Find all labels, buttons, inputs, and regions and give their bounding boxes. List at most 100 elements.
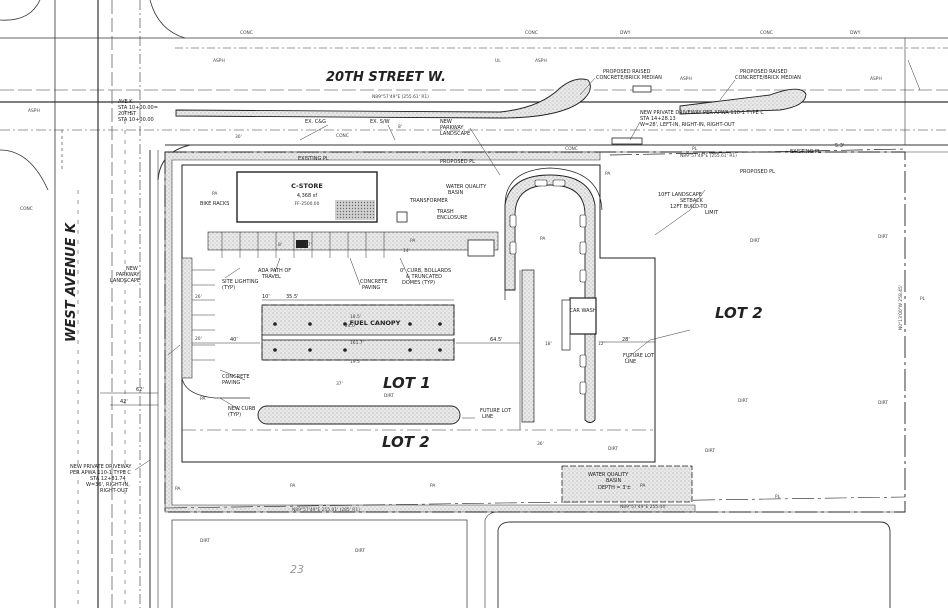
svg-text:LINE: LINE [625, 359, 636, 365]
svg-text:26': 26' [195, 294, 202, 300]
svg-text:PA: PA [175, 486, 180, 492]
svg-text:PA: PA [605, 171, 610, 177]
lot-1-label: LOT 1 [383, 374, 431, 392]
c-store-area: 4,368 sf [297, 193, 318, 199]
svg-text:30': 30' [235, 134, 242, 140]
svg-text:161.7': 161.7' [350, 340, 364, 346]
svg-text:UL: UL [495, 58, 501, 64]
dimension-lines [100, 299, 655, 406]
callout-curb-bollards: 0" CURB, BOLLARDS & TRUNCATED DOMES (TYP… [400, 268, 451, 286]
svg-text:PA: PA [540, 236, 545, 242]
svg-text:12FT BUILD-TO: 12FT BUILD-TO [670, 204, 707, 210]
svg-text:42': 42' [120, 399, 128, 405]
svg-text:ADA PATH OF: ADA PATH OF [258, 268, 291, 274]
svg-text:& TRUNCATED: & TRUNCATED [406, 274, 442, 280]
driveway-median-stub [632, 85, 652, 93]
svg-text:PROPOSED RAISED: PROPOSED RAISED [740, 69, 788, 75]
callout-bike-racks: BIKE RACKS [200, 201, 229, 207]
svg-text:35.5': 35.5' [286, 294, 299, 300]
svg-text:ASPH: ASPH [213, 58, 225, 64]
lot-2-label-south: LOT 2 [382, 433, 430, 451]
callout-proposed-pl-2: PROPOSED PL [440, 159, 475, 165]
svg-text:NEW CURB: NEW CURB [228, 406, 256, 412]
callout-proposed-pl: PROPOSED PL [740, 169, 775, 175]
callout-ada-path: ADA PATH OF TRAVEL [258, 268, 291, 280]
svg-text:PER APWA 110-1 TYPE C: PER APWA 110-1 TYPE C [70, 470, 131, 476]
svg-text:DWY: DWY [850, 30, 861, 36]
svg-text:PA: PA [410, 238, 415, 244]
car-wash-equipment [561, 299, 571, 351]
svg-text:CONCRETE: CONCRETE [360, 279, 388, 285]
svg-text:STA 10+00.00=: STA 10+00.00= [118, 105, 158, 111]
svg-text:STA 12+81.74: STA 12+81.74 [90, 476, 126, 482]
parking-stalls-west [192, 269, 215, 361]
svg-text:PA: PA [640, 483, 645, 489]
svg-text:14': 14' [403, 248, 410, 254]
svg-text:DIRT: DIRT [738, 398, 748, 404]
store-sidewalk [207, 231, 499, 251]
street-label-avenue-k: WEST AVENUE K [64, 222, 79, 342]
callout-water-quality-basin-top: WATER QUALITY BASIN [446, 184, 487, 196]
callout-site-lighting: SITE LIGHTING (TYP) [222, 279, 259, 291]
curb-sw-corner [181, 377, 250, 399]
svg-text:PL: PL [775, 494, 781, 500]
svg-text:CONC: CONC [565, 146, 578, 152]
svg-text:CONCRETE: CONCRETE [222, 374, 250, 380]
svg-text:PAVING: PAVING [362, 285, 380, 291]
south-pl [164, 496, 906, 509]
svg-text:ENCLOSURE: ENCLOSURE [437, 215, 467, 221]
svg-text:NEW PRIVATE DRIVEWAY PER APWA: NEW PRIVATE DRIVEWAY PER APWA 110-1 TYPE… [640, 110, 764, 116]
callout-ex-sw: EX. S/W [370, 119, 390, 125]
dimension-labels: 62' 42' 40' 64.5' 28' 10' 35.5' 5.3' 24.… [120, 124, 844, 447]
bearing-north-pl: N89°57'49"E (255.61' R1) [372, 94, 429, 100]
svg-text:(TYP): (TYP) [228, 412, 241, 418]
fuel-dispensers [273, 322, 442, 352]
svg-text:28': 28' [622, 337, 630, 343]
sidewalk-stall-marks [221, 232, 385, 258]
c-store-hatch [335, 200, 375, 220]
surface-labels: CONC CONC CONC DWY DWY ASPH ASPH UL ASPH… [20, 30, 926, 554]
callout-proposed-median-1: PROPOSED RAISED CONCRETE/BRICK MEDIAN [596, 69, 662, 81]
bearing-east-pl: N0°13'00"W 258.45' [898, 285, 904, 330]
svg-text:12': 12' [598, 341, 605, 347]
svg-text:8': 8' [398, 124, 402, 130]
callout-new-curb: NEW CURB (TYP) [228, 406, 256, 418]
svg-text:24.0': 24.0' [345, 323, 356, 329]
svg-text:DIRT: DIRT [355, 548, 365, 554]
callout-existing-pl-2: EXISTING PL [298, 156, 329, 162]
callout-future-lot-line-2: FUTURE LOT LINE [623, 353, 655, 365]
svg-text:20': 20' [195, 336, 202, 342]
bearing-ex-pl: N89°57'49"E (255.61' R1) [680, 153, 737, 159]
driveway-median-stub [611, 137, 643, 145]
callout-concrete-paving-2: CONCRETE PAVING [222, 374, 250, 386]
c-store-name: C-STORE [291, 182, 323, 190]
west-landscape-strip [181, 257, 193, 379]
svg-text:NEW: NEW [440, 119, 452, 125]
svg-text:SETBACK: SETBACK [680, 198, 704, 204]
svg-text:LANDSCAPE: LANDSCAPE [440, 131, 470, 137]
svg-text:DIRT: DIRT [200, 538, 210, 544]
parcel-number-23: 23 [290, 563, 304, 576]
svg-text:PA: PA [212, 191, 217, 197]
car-wash-label: CAR WASH [570, 308, 597, 314]
svg-text:BASIN: BASIN [606, 478, 621, 484]
svg-text:0" CURB, BOLLARDS: 0" CURB, BOLLARDS [400, 268, 451, 274]
svg-text:8': 8' [278, 242, 282, 248]
svg-text:W=28', LEFT-IN, RIGHT-IN, RIGH: W=28', LEFT-IN, RIGHT-IN, RIGHT-OUT [640, 122, 736, 128]
svg-text:LANDSCAPE: LANDSCAPE [110, 278, 140, 284]
proposed-median-east [679, 88, 807, 115]
svg-text:18': 18' [545, 341, 552, 347]
callout-new-driveway-north: NEW PRIVATE DRIVEWAY PER APWA 110-1 TYPE… [640, 110, 764, 128]
callout-proposed-median-2: PROPOSED RAISED CONCRETE/BRICK MEDIAN [735, 69, 801, 81]
svg-text:CONC: CONC [20, 206, 33, 212]
queued-cars [509, 179, 587, 395]
svg-text:CONC: CONC [336, 133, 349, 139]
svg-text:CONC: CONC [240, 30, 253, 36]
svg-text:10FT LANDSCAPE: 10FT LANDSCAPE [658, 192, 702, 198]
paving-outline [181, 164, 656, 463]
queue-outer-curb [504, 167, 603, 300]
svg-text:DEPTH = 3'±: DEPTH = 3'± [598, 485, 631, 491]
svg-text:64.5': 64.5' [490, 337, 503, 343]
